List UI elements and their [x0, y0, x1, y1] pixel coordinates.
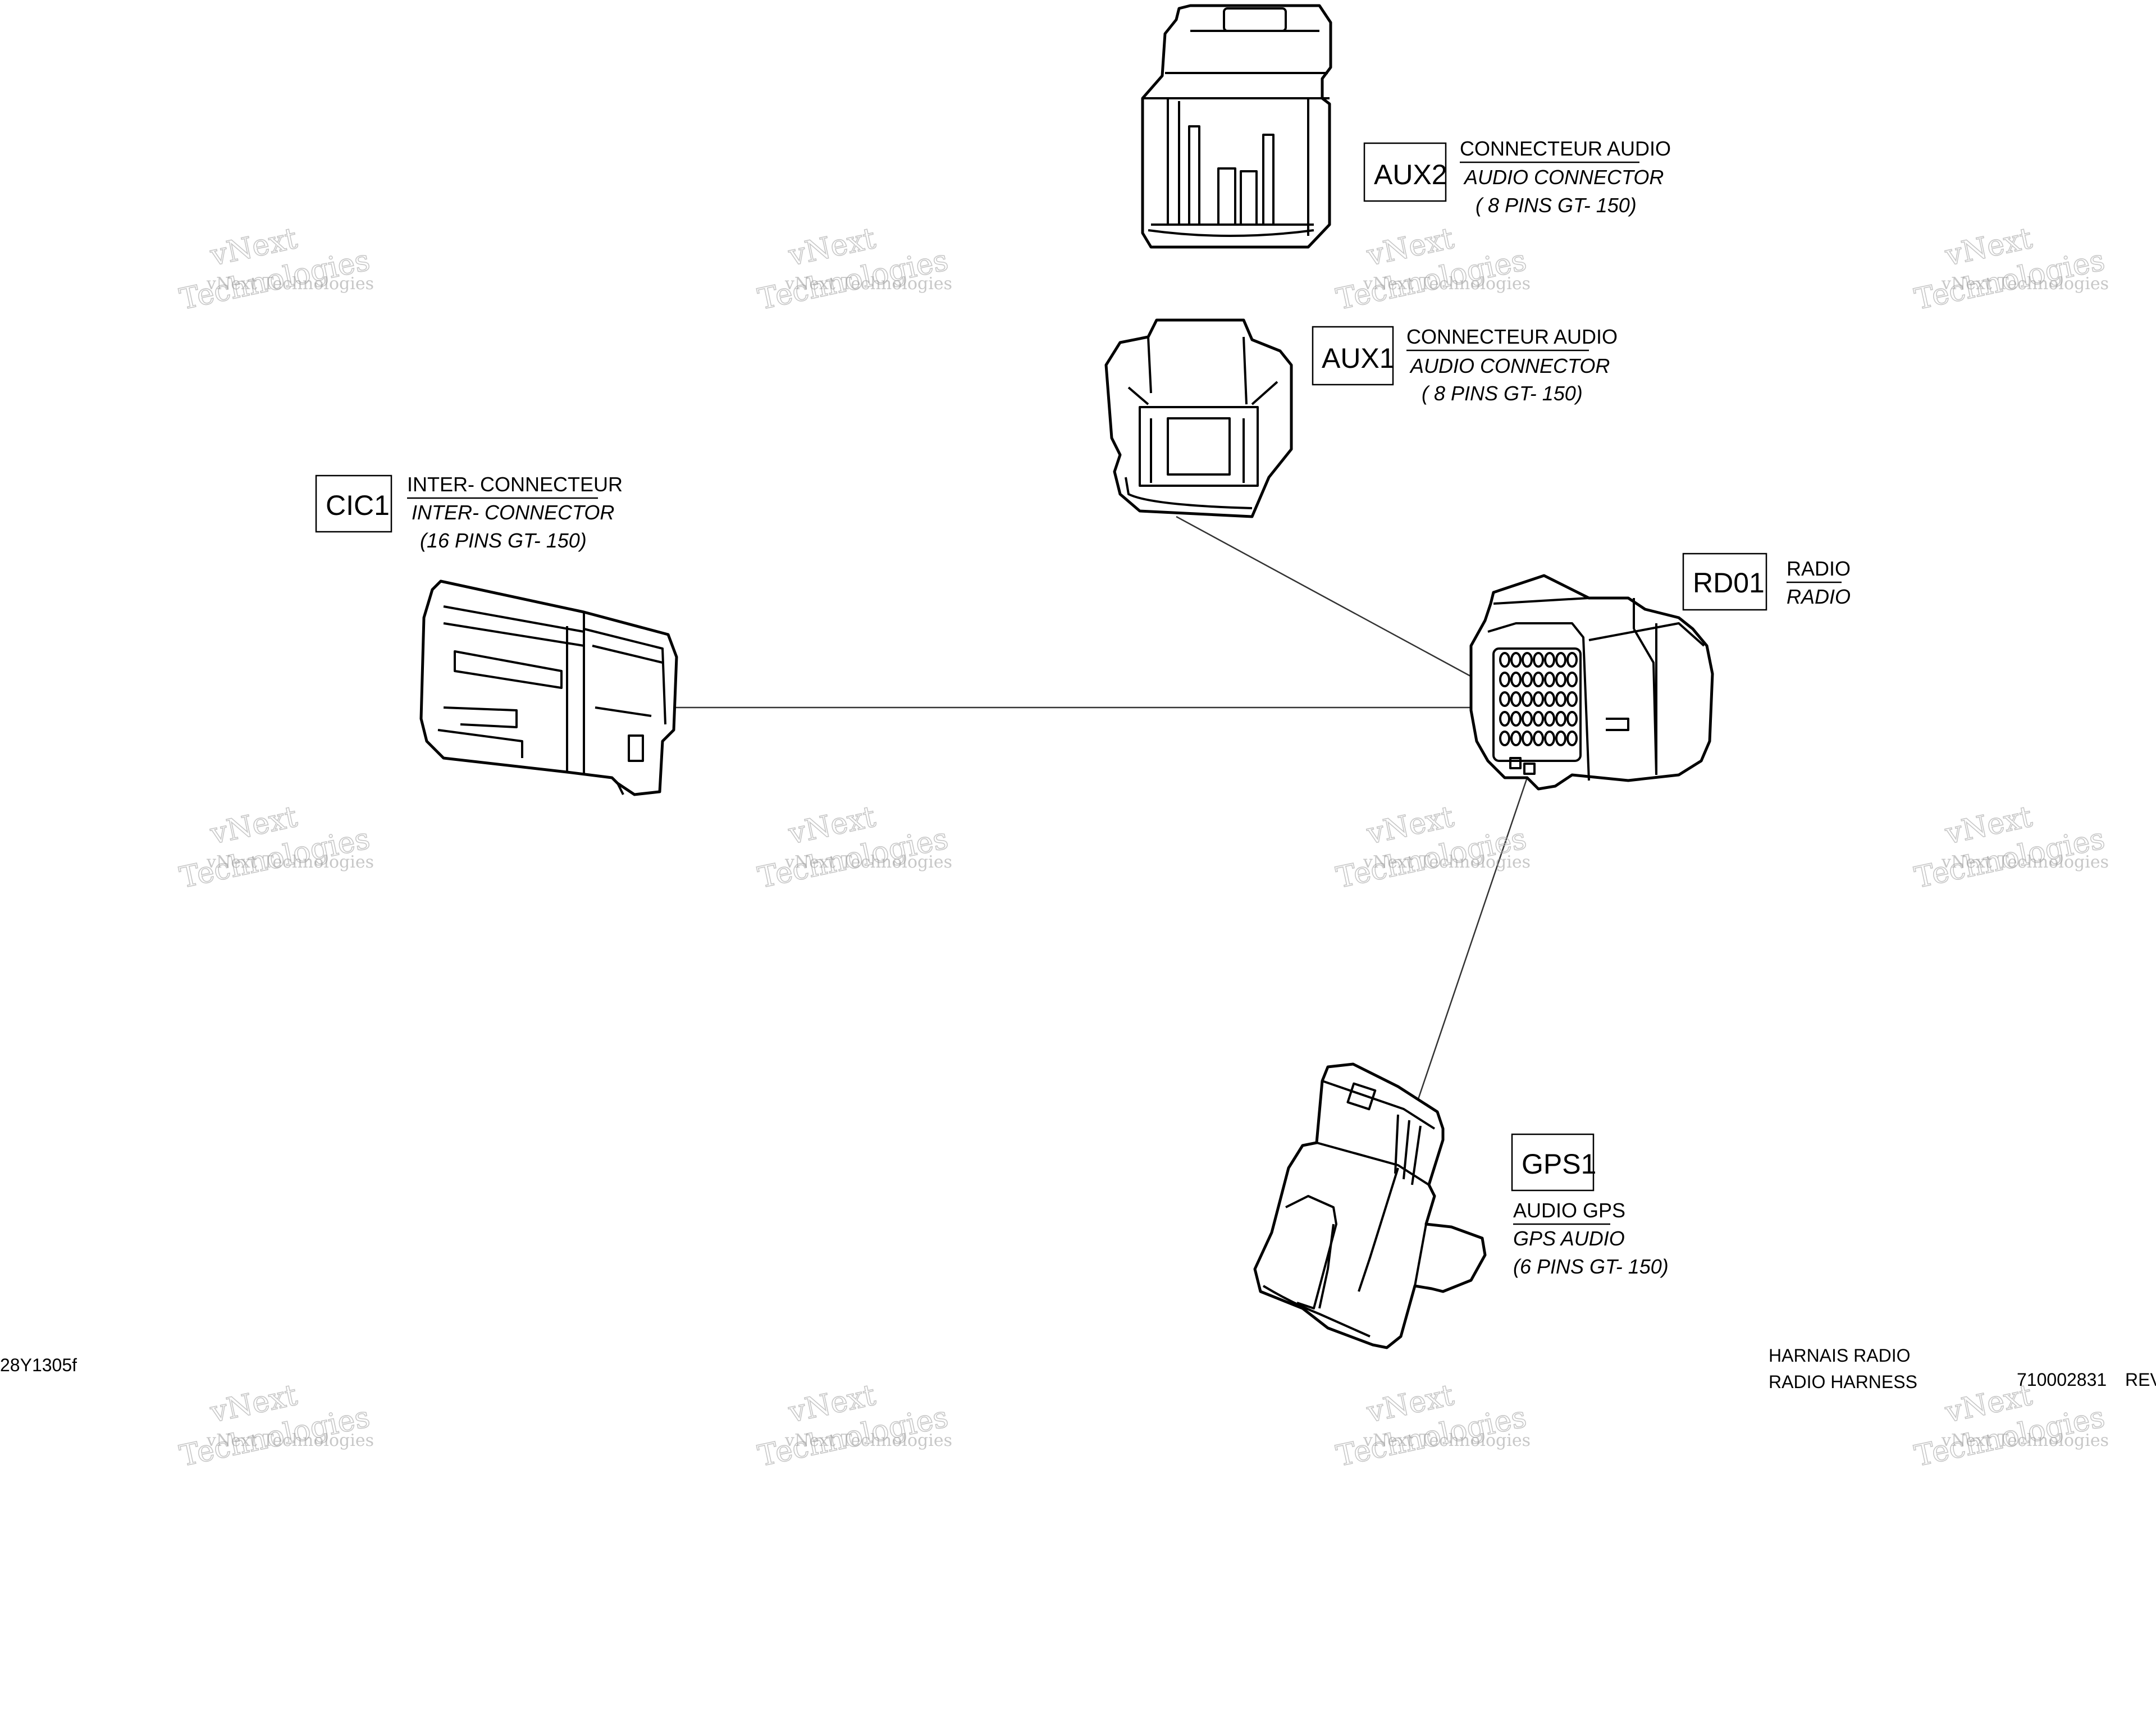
- aux2-desc-en: AUDIO CONNECTOR: [1463, 166, 1664, 189]
- watermark: vNext Technologies: [784, 274, 952, 294]
- aux2-label: AUX2 CONNECTEUR AUDIO AUDIO CONNECTOR ( …: [1363, 137, 1671, 217]
- aux1-pins: ( 8 PINS GT- 150): [1422, 382, 1583, 405]
- watermark: vNext Technologies: [1363, 274, 1531, 294]
- aux1-tag-box: [1312, 326, 1394, 386]
- cic1-desc-en: INTER- CONNECTOR: [412, 501, 614, 524]
- wires: [668, 515, 1531, 1110]
- watermark: vNext Technologies: [206, 852, 374, 872]
- watermark: vNext Technologies: [206, 274, 374, 294]
- watermark: vNext Technologies: [784, 1431, 952, 1450]
- watermark: vNext Technologies: [1333, 800, 1530, 896]
- aux2-connector-drawing: [1141, 4, 1332, 249]
- title-fr: HARNAIS RADIO: [1769, 1345, 1910, 1366]
- watermark: vNext Technologies: [755, 800, 952, 896]
- rd01-desc-fr: RADIO: [1787, 557, 1851, 580]
- aux1-desc-en: AUDIO CONNECTOR: [1409, 354, 1610, 377]
- aux2-desc-fr: CONNECTEUR AUDIO: [1460, 137, 1671, 160]
- cic1-tag: CIC1: [326, 490, 390, 521]
- gps1-desc-fr: AUDIO GPS: [1513, 1199, 1625, 1222]
- watermark: vNext Technologies: [176, 221, 373, 317]
- aux2-tag: AUX2: [1374, 159, 1447, 190]
- watermark: vNext Technologies: [1363, 852, 1531, 872]
- cic1-pins: (16 PINS GT- 150): [420, 529, 587, 552]
- aux1-label: AUX1 CONNECTEUR AUDIO AUDIO CONNECTOR ( …: [1312, 325, 1618, 405]
- aux2-tag-box: [1363, 142, 1447, 202]
- aux1-desc-fr: CONNECTEUR AUDIO: [1406, 325, 1618, 348]
- rd01-label: RD01 RADIO RADIO: [1682, 553, 1851, 611]
- wire-gps1-rd01: [1414, 769, 1531, 1110]
- watermark: vNext Technologies: [176, 1378, 373, 1474]
- watermark: vNext Technologies: [1333, 1378, 1530, 1474]
- part-number: 710002831: [2017, 1370, 2107, 1390]
- watermark: vNext Technologies: [755, 1378, 952, 1474]
- watermark: vNext Technologies: [176, 800, 373, 896]
- rd01-desc-en: RADIO: [1787, 585, 1851, 608]
- gps1-desc-en: GPS AUDIO: [1513, 1227, 1625, 1250]
- cic1-connector-drawing: [419, 579, 678, 796]
- watermark: vNext Technologies: [1911, 1378, 2108, 1474]
- watermark: vNext Technologies: [206, 1431, 374, 1450]
- watermark: vNext Technologies: [1941, 274, 2109, 294]
- rd01-tag-box: [1682, 553, 1767, 611]
- aux1-tag: AUX1: [1322, 343, 1395, 374]
- gps1-connector-drawing: [1253, 1062, 1487, 1349]
- watermark: vNext Technologies: [1911, 221, 2108, 317]
- ref-code: 28Y1305f: [0, 1355, 77, 1375]
- rd01-connector-drawing: [1469, 574, 1714, 791]
- watermark: vNext Technologies: [755, 221, 952, 317]
- cic1-tag-box: [315, 474, 392, 533]
- gps1-tag-box: [1511, 1133, 1595, 1192]
- revision: REV: [2125, 1370, 2156, 1390]
- watermark: vNext Technologies: [1333, 221, 1530, 317]
- title-block: 28Y1305f HARNAIS RADIO RADIO HARNESS 710…: [0, 1345, 2156, 1392]
- watermark: vNext Technologies: [1911, 800, 2108, 896]
- gps1-pins: (6 PINS GT- 150): [1513, 1255, 1669, 1278]
- aux1-connector-drawing: [1104, 318, 1293, 518]
- watermark: vNext Technologies: [1941, 852, 2109, 872]
- watermark: vNext Technologies: [1941, 1431, 2109, 1450]
- wire-aux1-rd01: [1176, 515, 1477, 681]
- watermark: vNext Technologies: [1363, 1431, 1531, 1450]
- rd01-tag: RD01: [1693, 567, 1765, 599]
- cic1-label: CIC1 INTER- CONNECTEUR INTER- CONNECTOR …: [315, 473, 623, 552]
- gps1-tag: GPS1: [1522, 1148, 1596, 1180]
- cic1-desc-fr: INTER- CONNECTEUR: [407, 473, 623, 496]
- title-en: RADIO HARNESS: [1769, 1372, 1917, 1392]
- rd01-pin-grid: [1499, 652, 1578, 746]
- gps1-label: GPS1 AUDIO GPS GPS AUDIO (6 PINS GT- 150…: [1511, 1133, 1669, 1278]
- watermark: vNext Technologies: [784, 852, 952, 872]
- aux2-pins: ( 8 PINS GT- 150): [1476, 194, 1637, 217]
